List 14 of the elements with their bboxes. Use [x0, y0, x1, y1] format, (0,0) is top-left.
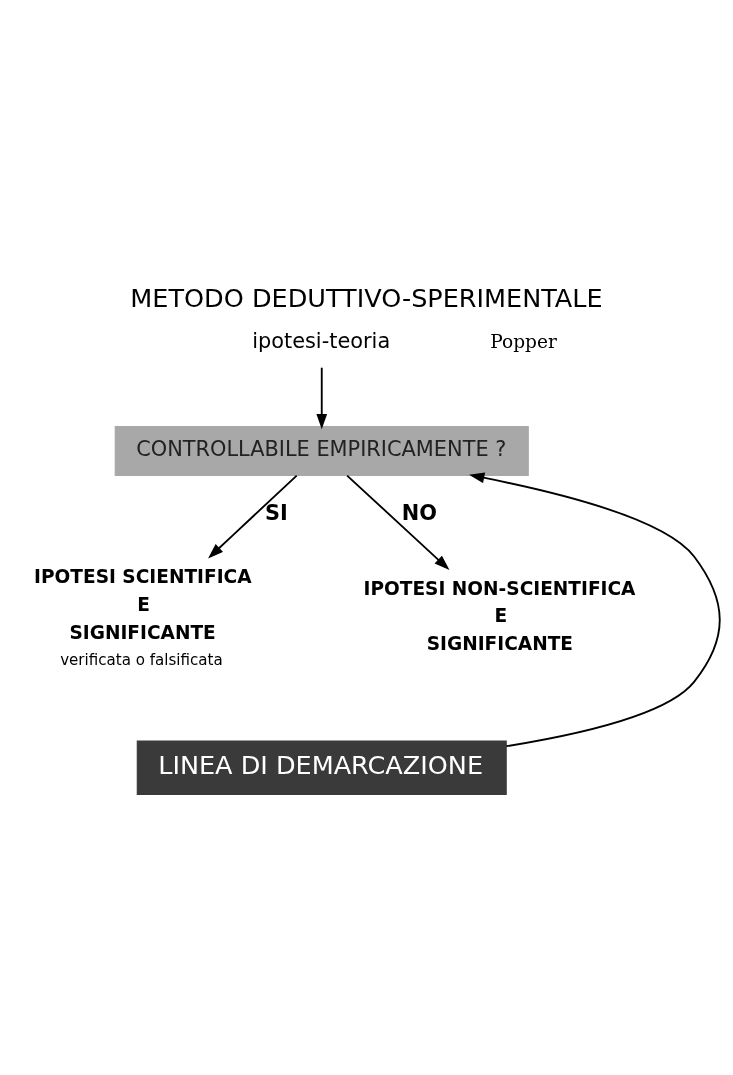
arrow	[346, 474, 450, 570]
diagram-title: METODO DEDUTTIVO-SPERIMENTALE	[130, 282, 603, 313]
node-text: IPOTESI SCIENTIFICA E SIGNIFICANTE	[34, 565, 252, 643]
node-text: IPOTESI NON-SCIENTIFICA E SIGNIFICANTE	[363, 577, 636, 654]
label: Popper	[490, 330, 557, 352]
arrow	[469, 472, 721, 747]
arrow	[316, 366, 328, 429]
arrow	[208, 474, 298, 558]
node-box: LINEA DI DEMARCAZIONE	[136, 739, 507, 795]
node-text: ipotesi-teoria	[252, 328, 391, 353]
edge-label: SI	[264, 500, 288, 525]
edge-label: NO	[401, 500, 438, 525]
node-box: CONTROLLABILE EMPIRICAMENTE ?	[114, 425, 529, 476]
node-label: verificata o falsificata	[60, 650, 223, 669]
